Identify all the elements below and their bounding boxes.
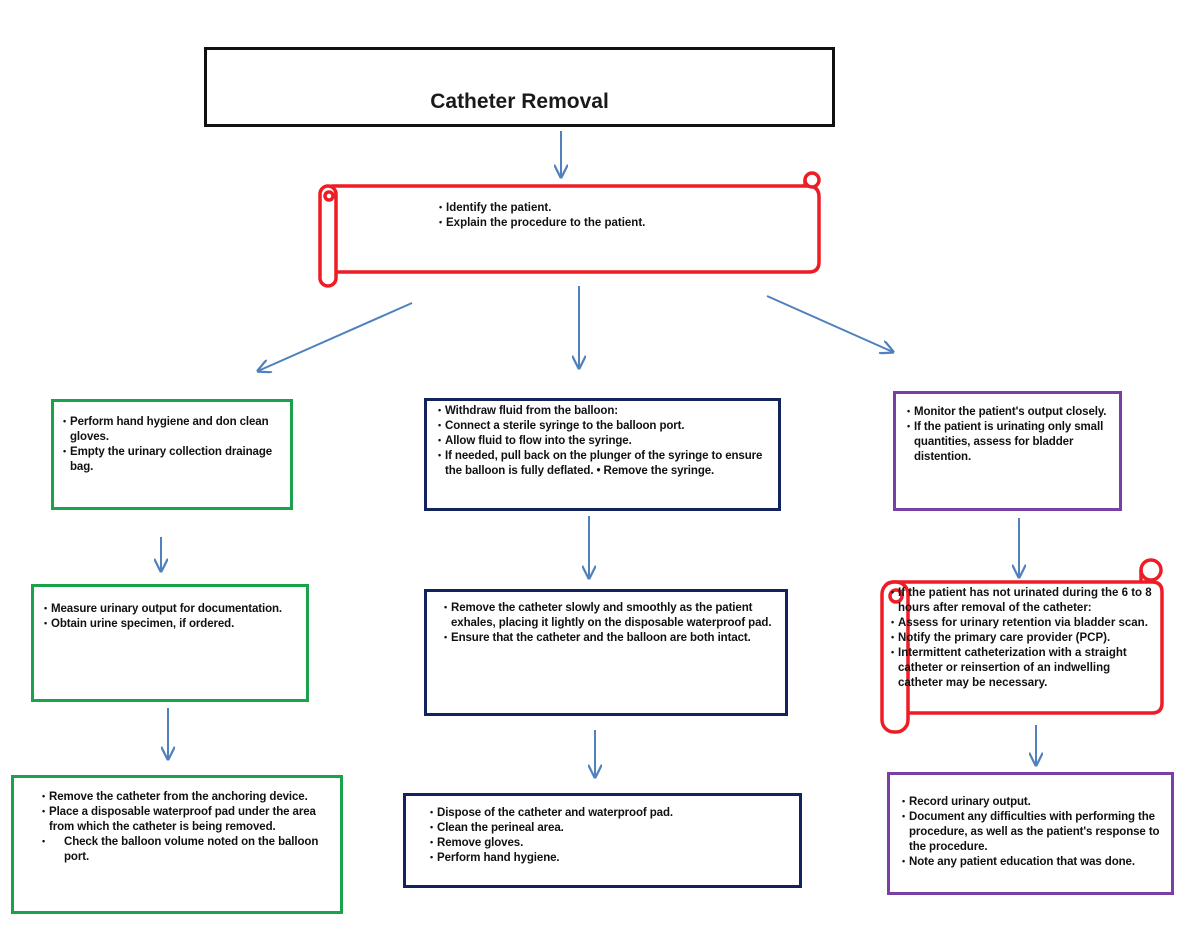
left-step-1-box: Perform hand hygiene and don clean glove… [51, 399, 293, 510]
list-item: Perform hand hygiene. [430, 850, 789, 866]
list-item: Remove the catheter from the anchoring d… [42, 789, 328, 805]
page-title: Catheter Removal [430, 90, 609, 113]
list-item: Check the balloon volume noted on the ba… [42, 834, 328, 865]
list-item: Obtain urine specimen, if ordered. [44, 616, 298, 632]
middle-step-2-box: Remove the catheter slowly and smoothly … [424, 589, 788, 716]
list-item: Remove gloves. [430, 835, 789, 851]
list-item: Document any difficulties with performin… [902, 809, 1163, 855]
middle-step-1-box: Withdraw fluid from the balloon: Connect… [424, 398, 781, 511]
list-item: Connect a sterile syringe to the balloon… [438, 418, 768, 434]
right-scroll-text: If the patient has not urinated during t… [891, 585, 1153, 691]
list-item: If needed, pull back on the plunger of t… [438, 448, 768, 479]
list-item: Remove the catheter slowly and smoothly … [444, 600, 775, 631]
list-item: Clean the perineal area. [430, 820, 789, 836]
list-item: Place a disposable waterproof pad under … [42, 804, 328, 835]
list-item: Ensure that the catheter and the balloon… [444, 630, 775, 646]
list-item: Intermittent catheterization with a stra… [891, 645, 1153, 691]
list-item: Assess for urinary retention via bladder… [891, 615, 1153, 631]
list-item: Withdraw fluid from the balloon: [438, 403, 768, 419]
left-step-3-box: Remove the catheter from the anchoring d… [11, 775, 343, 914]
list-item: If the patient is urinating only small q… [907, 419, 1111, 465]
list-item: Measure urinary output for documentation… [44, 601, 298, 617]
list-item: Allow fluid to flow into the syringe. [438, 433, 768, 449]
middle-step-3-box: Dispose of the catheter and waterproof p… [403, 793, 802, 888]
title-box: Catheter Removal [204, 47, 835, 127]
arrow-scroll-to-right [766, 295, 893, 352]
right-step-1-box: Monitor the patient's output closely. If… [893, 391, 1122, 511]
list-item: Perform hand hygiene and don clean glove… [63, 414, 282, 445]
left-step-2-box: Measure urinary output for documentation… [31, 584, 309, 702]
list-item: Note any patient education that was done… [902, 854, 1163, 870]
list-item: Record urinary output. [902, 794, 1163, 810]
arrow-scroll-to-left [258, 302, 413, 371]
list-item: Dispose of the catheter and waterproof p… [430, 805, 789, 821]
list-item: Identify the patient. [439, 200, 799, 216]
top-scroll-text: Identify the patient. Explain the proced… [439, 200, 799, 231]
list-item: If the patient has not urinated during t… [891, 585, 1153, 616]
list-item: Monitor the patient's output closely. [907, 404, 1111, 420]
list-item: Empty the urinary collection drainage ba… [63, 444, 282, 475]
right-step-3-box: Record urinary output. Document any diff… [887, 772, 1174, 895]
list-item: Explain the procedure to the patient. [439, 215, 799, 231]
list-item: Notify the primary care provider (PCP). [891, 630, 1153, 646]
